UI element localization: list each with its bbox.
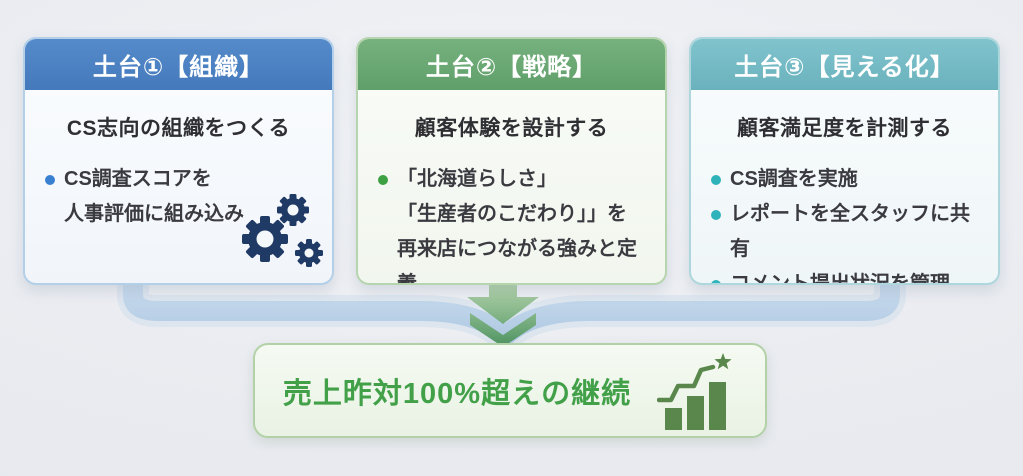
bullet-line: CS調査を実施 — [730, 168, 858, 190]
trend-line — [657, 364, 716, 402]
card-strategy-heading: 顧客体験を設計する — [414, 117, 609, 140]
bullet-line: コメント提出状況を管理 — [730, 273, 950, 285]
result-box: 売上昨対100%超えの継続 — [253, 343, 767, 438]
card-organization-heading: CS志向の組織をつくる — [66, 117, 291, 140]
bullet-dot — [711, 175, 721, 185]
bullet-item: CS調査スコアを 人事評価に組み込み — [43, 162, 314, 232]
bullet-dot — [378, 175, 388, 185]
bullet-dot — [711, 280, 721, 283]
card-visualization-bullets: CS調査を実施 レポートを全スタッフに共有 コメント提出状況を管理 — [709, 162, 980, 285]
card-strategy-header: 土台②【戦略】 — [358, 39, 665, 90]
bullet-line: CS調査スコアを — [64, 168, 212, 190]
card-visualization-title: 土台③【見える化】 — [734, 54, 955, 81]
card-organization: 土台①【組織】 CS志向の組織をつくる CS調査スコアを 人事評価に組み込み — [23, 37, 334, 285]
growth-chart-icon — [657, 352, 732, 430]
merge-band-glow — [117, 279, 906, 352]
bullet-line: 人事評価に組み込み — [64, 203, 244, 225]
card-visualization-heading: 顧客満足度を計測する — [737, 117, 952, 140]
card-strategy-body: 顧客体験を設計する 「北海道らしさ」 「生産者のこだわり」」を 再来店につながる… — [358, 90, 665, 285]
card-visualization-body: 顧客満足度を計測する CS調査を実施 レポートを全スタッフに共有 — [691, 90, 998, 285]
bullet-line: 再来店につながる強みと定義 — [397, 238, 637, 285]
foundation-cards: 土台①【組織】 CS志向の組織をつくる CS調査スコアを 人事評価に組み込み — [23, 37, 1000, 285]
star-icon — [714, 352, 732, 369]
card-organization-body: CS志向の組織をつくる CS調査スコアを 人事評価に組み込み — [25, 90, 332, 283]
bullet-item: コメント提出状況を管理 — [709, 267, 980, 285]
bullet-item: レポートを全スタッフに共有 — [709, 197, 980, 267]
card-organization-title: 土台①【組織】 — [92, 54, 265, 81]
bullet-item: 「北海道らしさ」 「生産者のこだわり」」を 再来店につながる強みと定義 — [376, 162, 647, 285]
card-visualization: 土台③【見える化】 顧客満足度を計測する CS調査を実施 レポートを全スタッフに… — [689, 37, 1000, 285]
bullet-item: CS調査を実施 — [709, 162, 980, 197]
bullet-dot — [711, 210, 721, 220]
bullet-line: 「北海道らしさ」 — [397, 168, 557, 190]
card-strategy-title: 土台②【戦略】 — [425, 54, 598, 81]
bullet-line: 「生産者のこだわり」」を — [397, 203, 627, 225]
card-strategy-bullets: 「北海道らしさ」 「生産者のこだわり」」を 再来店につながる強みと定義 — [376, 162, 647, 285]
card-organization-header: 土台①【組織】 — [25, 39, 332, 90]
card-strategy: 土台②【戦略】 顧客体験を設計する 「北海道らしさ」 「生産者のこだわり」」を … — [356, 37, 667, 285]
card-organization-bullets: CS調査スコアを 人事評価に組み込み — [43, 162, 314, 232]
merge-band — [123, 280, 900, 346]
gears-icon — [242, 194, 323, 267]
bullet-dot — [45, 175, 55, 185]
bullet-line: レポートを全スタッフに共有 — [730, 203, 970, 260]
card-visualization-header: 土台③【見える化】 — [691, 39, 998, 90]
result-label: 売上昨対100%超えの継続 — [282, 377, 632, 410]
